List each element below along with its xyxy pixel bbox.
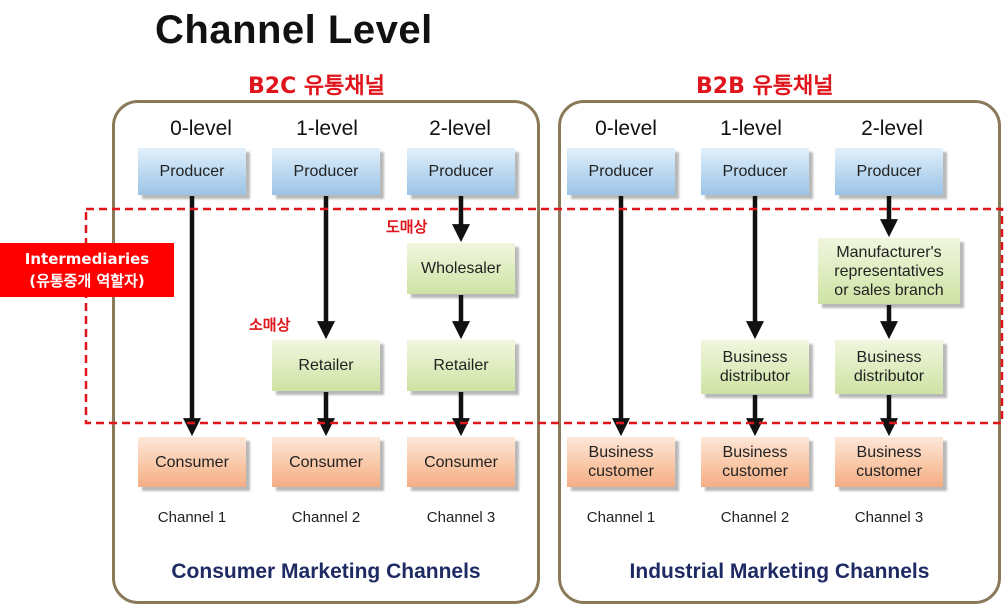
manufacturer-rep-line-3: or sales branch — [834, 281, 944, 299]
customer-line-2: customer — [588, 463, 654, 480]
customer-line-1: Business — [588, 444, 654, 461]
b2c-retailer-box-2: Retailer — [407, 340, 515, 391]
intermediaries-line-2: (유통중개 역할자) — [29, 272, 145, 290]
b2b-level-0: 0-level — [595, 117, 657, 140]
page-title: Channel Level — [155, 8, 433, 52]
manufacturer-rep-box: Manufacturer's representatives or sales … — [818, 238, 960, 304]
industrial-channels-panel — [558, 100, 1001, 604]
b2b-producer-box-2: Producer — [701, 148, 809, 195]
b2c-channel-3: Channel 3 — [426, 509, 496, 526]
wholesaler-kr-label: 도매상 — [386, 218, 428, 236]
b2b-producer-box-3: Producer — [835, 148, 943, 195]
b2b-level-2: 2-level — [861, 117, 923, 140]
b2c-heading: B2C 유통채널 — [248, 74, 385, 99]
customer-line-2: customer — [722, 463, 788, 480]
distributor-line-2: distributor — [719, 368, 791, 385]
b2b-channel-1: Channel 1 — [586, 509, 656, 526]
b2c-producer-box-3: Producer — [407, 148, 515, 195]
b2b-heading: B2B 유통채널 — [696, 74, 834, 99]
distributor-line-1: Business — [856, 349, 922, 366]
b2b-producer-box-1: Producer — [567, 148, 675, 195]
b2c-level-0: 0-level — [170, 117, 232, 140]
customer-line-1: Business — [856, 444, 922, 461]
manufacturer-rep-line-1: Manufacturer's — [836, 243, 942, 261]
b2b-level-1: 1-level — [720, 117, 782, 140]
consumer-channels-caption: Consumer Marketing Channels — [171, 560, 481, 583]
b2c-producer-box-1: Producer — [138, 148, 246, 195]
b2b-distributor-box-2: Business distributor — [835, 340, 943, 394]
b2b-channel-3: Channel 3 — [854, 509, 924, 526]
b2c-level-1: 1-level — [296, 117, 358, 140]
b2c-retailer-box-1: Retailer — [272, 340, 380, 391]
consumer-channels-panel — [112, 100, 540, 604]
b2c-channel-2: Channel 2 — [291, 509, 361, 526]
intermediaries-label: Intermediaries (유통중개 역할자) — [0, 243, 174, 297]
b2c-consumer-box-2: Consumer — [272, 437, 380, 487]
distributor-line-1: Business — [722, 349, 788, 366]
retailer-kr-label: 소매상 — [249, 316, 291, 334]
intermediaries-line-1: Intermediaries — [24, 250, 150, 268]
b2c-consumer-box-1: Consumer — [138, 437, 246, 487]
b2b-customer-box-3: Business customer — [835, 437, 943, 487]
customer-line-1: Business — [722, 444, 788, 461]
distributor-line-2: distributor — [853, 368, 925, 385]
b2c-producer-box-2: Producer — [272, 148, 380, 195]
wholesaler-box: Wholesaler — [407, 243, 515, 294]
customer-line-2: customer — [856, 463, 922, 480]
b2b-customer-box-2: Business customer — [701, 437, 809, 487]
b2c-level-2: 2-level — [429, 117, 491, 140]
b2c-consumer-box-3: Consumer — [407, 437, 515, 487]
industrial-channels-caption: Industrial Marketing Channels — [629, 560, 930, 583]
b2b-distributor-box-1: Business distributor — [701, 340, 809, 394]
intermediaries-dashed-frame — [84, 207, 1004, 425]
b2b-customer-box-1: Business customer — [567, 437, 675, 487]
b2c-channel-1: Channel 1 — [157, 509, 227, 526]
b2b-channel-2: Channel 2 — [720, 509, 790, 526]
manufacturer-rep-line-2: representatives — [834, 262, 944, 280]
